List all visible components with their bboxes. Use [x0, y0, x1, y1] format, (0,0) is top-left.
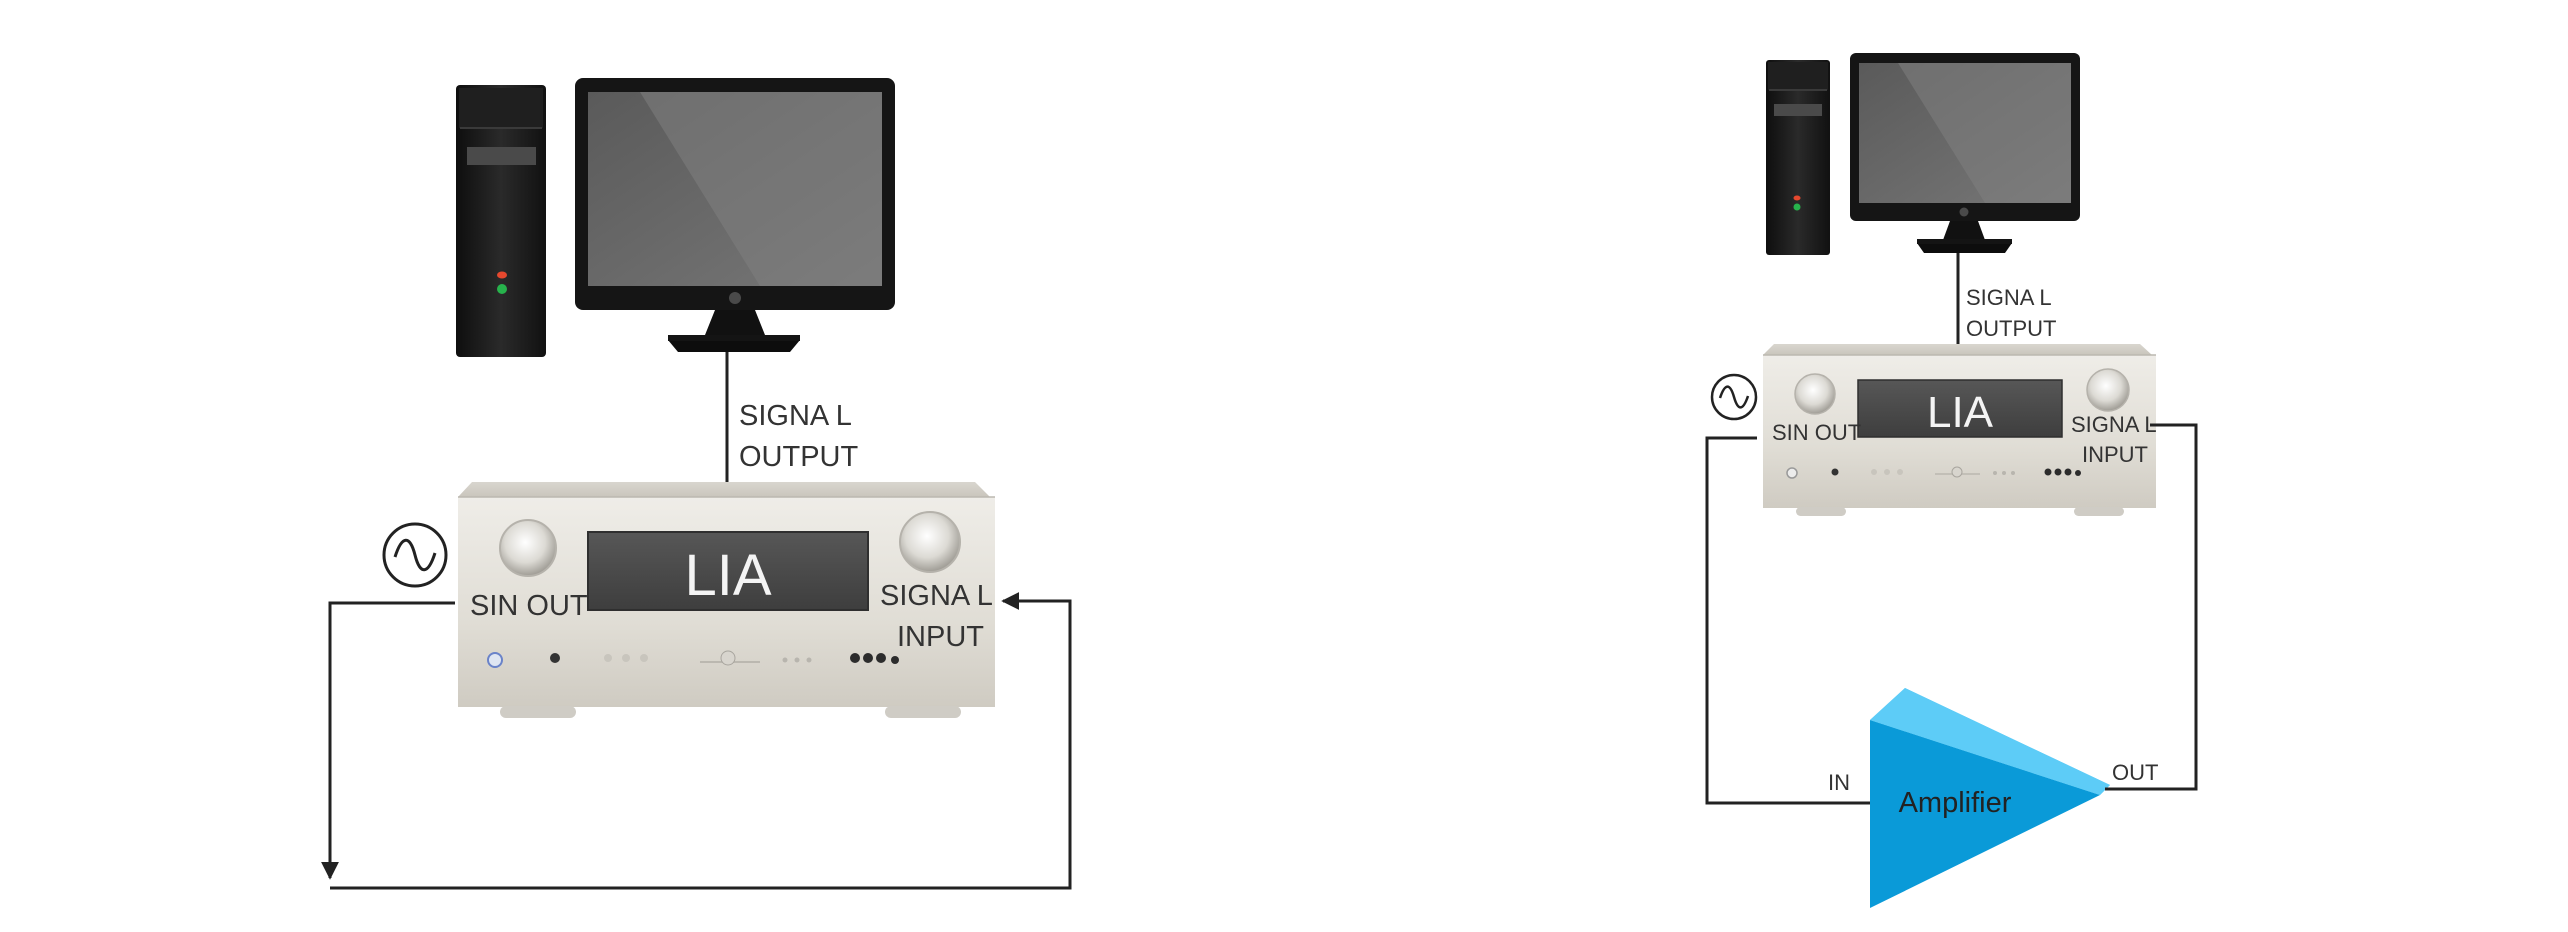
lia-device: LIA [1763, 344, 2156, 516]
sin-out-wire [321, 601, 455, 880]
signal-input-label-line2: INPUT [2082, 442, 2148, 467]
power-led-red [497, 271, 507, 279]
lia-label: LIA [684, 543, 771, 608]
lia-device: LIA [458, 482, 995, 718]
signal-input-wire [330, 592, 1072, 890]
monitor-icon [1850, 53, 2080, 253]
right-knob [899, 511, 961, 573]
computer-tower-icon [456, 85, 546, 357]
lia-display [1857, 379, 2063, 438]
left-diagram: SIGNA L OUTPUT LIA [321, 78, 1072, 890]
lia-display [587, 531, 869, 611]
sin-out-label: SIN OUT [1772, 420, 1861, 445]
signal-input-label-line2: INPUT [897, 621, 984, 653]
signal-output-label-line1: SIGNA L [739, 400, 852, 432]
signal-input-label-line1: SIGNA L [2071, 412, 2157, 437]
amp-out-label: OUT [2112, 760, 2158, 785]
signal-input-label-line1: SIGNA L [880, 580, 993, 612]
amp-out-to-signal-input-wire [2105, 423, 2198, 791]
sin-out-to-amp-wire [1705, 436, 1870, 805]
lia-label: LIA [1927, 388, 1994, 437]
power-led-green [1793, 203, 1801, 211]
signal-output-label-line2: OUTPUT [739, 441, 859, 473]
sine-source-icon [1710, 373, 1758, 421]
amplifier-label: Amplifier [1899, 787, 2012, 819]
power-led-green [497, 284, 507, 294]
left-knob [499, 519, 557, 577]
computer-tower-icon [1766, 60, 1830, 255]
sine-source-icon [382, 522, 448, 588]
right-knob [2086, 368, 2130, 412]
sin-out-label: SIN OUT [470, 590, 588, 622]
amplifier: Amplifier [1870, 688, 2110, 908]
left-knob [1794, 373, 1836, 415]
right-diagram: SIGNA L OUTPUT LIA [1705, 53, 2198, 908]
signal-output-label-line2: OUTPUT [1966, 316, 2056, 341]
signal-output-label-line1: SIGNA L [1966, 285, 2052, 310]
monitor-icon [575, 78, 895, 352]
power-led-red [1793, 195, 1801, 201]
amp-in-label: IN [1828, 770, 1850, 795]
